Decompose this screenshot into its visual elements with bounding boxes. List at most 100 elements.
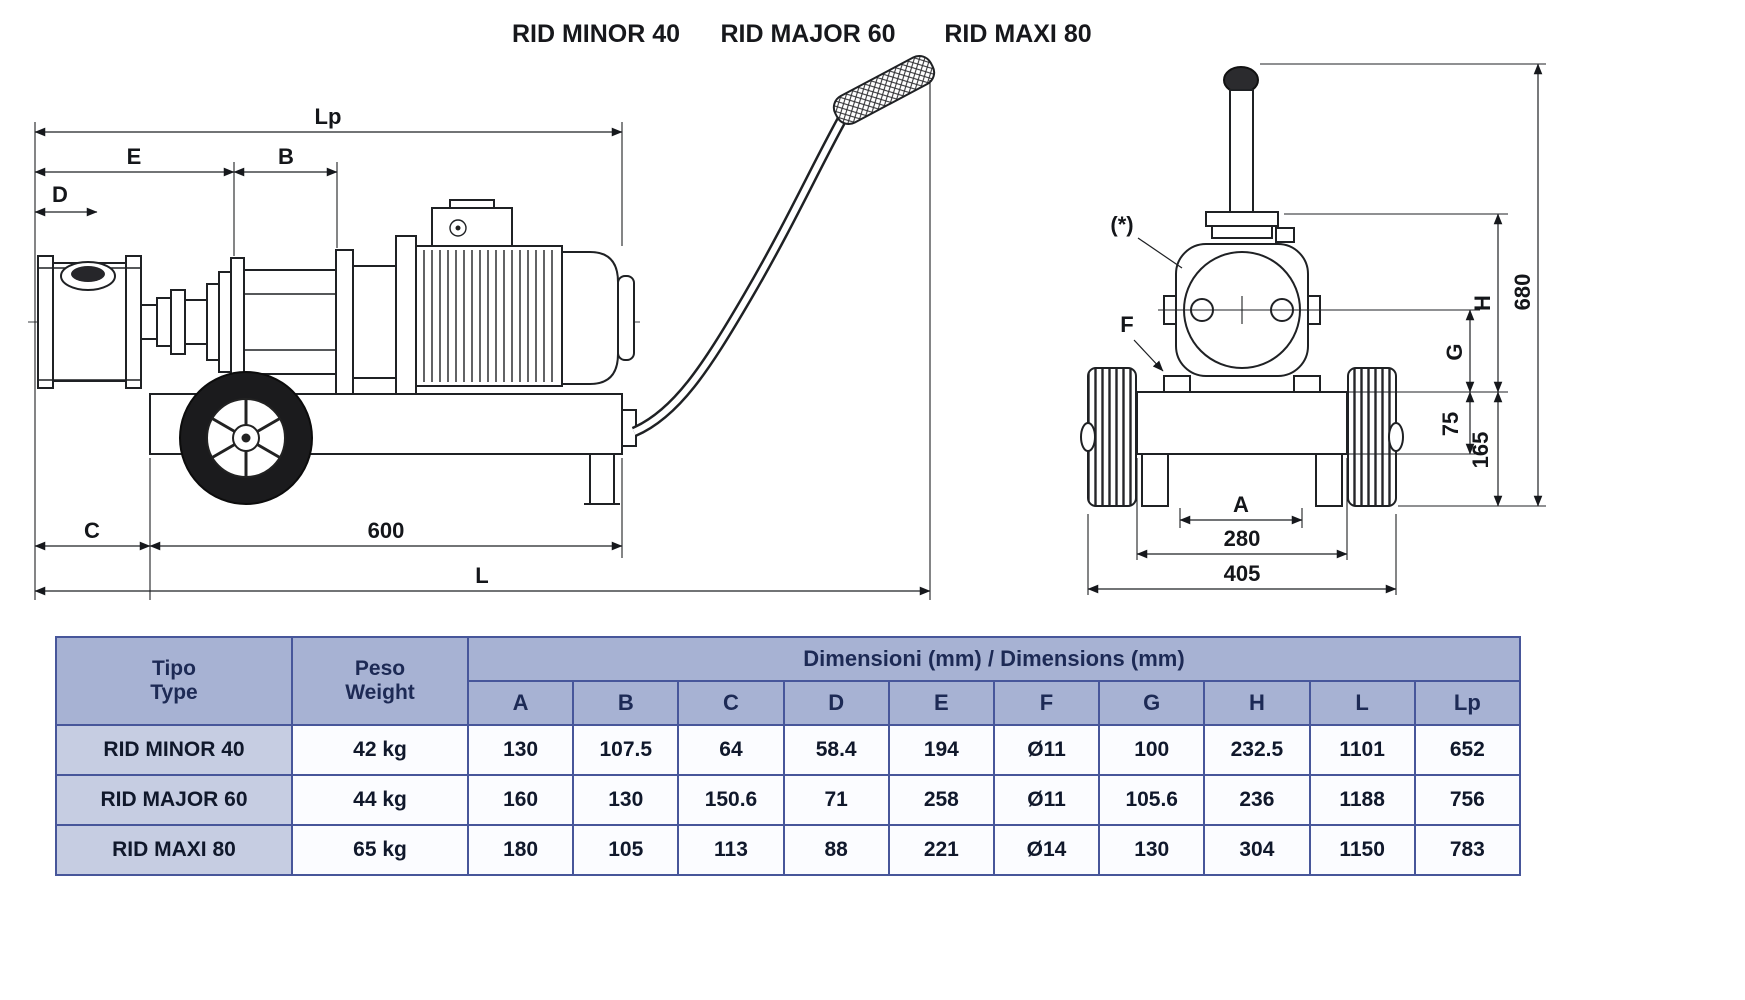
- col-header-g: G: [1098, 680, 1206, 726]
- dim-label-280: 280: [1224, 526, 1261, 551]
- leg-left: [1141, 453, 1169, 507]
- front-machine: [1080, 66, 1404, 507]
- header-peso: Peso: [354, 657, 406, 680]
- pump-flange-left: [37, 255, 54, 389]
- cell: 107.5: [572, 724, 680, 776]
- gearbox-body: [243, 269, 337, 375]
- motor-fins: [423, 250, 553, 382]
- note-star-label: (*): [1110, 212, 1133, 237]
- dim-label-h: H: [1470, 295, 1495, 311]
- dim-label-680: 680: [1510, 274, 1535, 311]
- side-view-drawing: Lp E B D C 600 L: [28, 54, 936, 600]
- col-header-l: L: [1308, 680, 1416, 726]
- cell: 236: [1203, 774, 1311, 826]
- motor-end-bell: [561, 251, 619, 385]
- cell: Ø14: [992, 824, 1101, 876]
- cell: 194: [887, 724, 995, 776]
- model-name: RID MINOR 40: [55, 724, 293, 776]
- dim-label-600: 600: [368, 518, 405, 543]
- terminal-box-lid: [449, 199, 495, 209]
- cell: 130: [466, 724, 575, 776]
- col-header-f: F: [992, 680, 1101, 726]
- table-header-row-1: Tipo Type Peso Weight Dimensioni (mm) / …: [55, 636, 1521, 726]
- dim-label-405: 405: [1224, 561, 1261, 586]
- col-header-h: H: [1203, 680, 1311, 726]
- handle-grip: [832, 54, 936, 126]
- front-view-annotations: (*) F: [1110, 212, 1183, 372]
- mount-foot-left: [1163, 375, 1191, 393]
- model-name: RID MAJOR 60: [55, 774, 293, 826]
- dim-label-165: 165: [1468, 432, 1493, 469]
- cell: 113: [677, 824, 785, 876]
- terminal-box: [431, 207, 513, 247]
- support-leg: [589, 453, 615, 505]
- motor-body: [415, 245, 563, 387]
- motor-flange: [395, 235, 417, 397]
- dim-label-e: E: [127, 144, 142, 169]
- cell: 105.6: [1098, 774, 1206, 826]
- pump-top-plate: [1205, 211, 1279, 227]
- title-rid-maxi-80: RID MAXI 80: [944, 20, 1092, 48]
- cell: 304: [1203, 824, 1311, 876]
- dimensions-table-wrap: Tipo Type Peso Weight Dimensioni (mm) / …: [55, 636, 1522, 876]
- trolley: [149, 54, 936, 505]
- handle-pipe: [1229, 89, 1254, 213]
- bolt-left: [1190, 298, 1214, 322]
- coupling: [140, 271, 232, 373]
- cell: 64: [677, 724, 785, 776]
- dim-label-a: A: [1233, 492, 1249, 517]
- cell: 756: [1413, 774, 1522, 826]
- title-rid-major-60: RID MAJOR 60: [720, 20, 896, 48]
- header-tipo-type: Tipo Type: [55, 636, 293, 726]
- bolt-right: [1270, 298, 1294, 322]
- dim-label-d: D: [52, 182, 68, 207]
- weight-cell: 44 kg: [291, 774, 469, 826]
- header-dimensions: Dimensioni (mm) / Dimensions (mm): [467, 636, 1521, 682]
- front-view-drawing: (*) F 680 H G 75 165: [1080, 63, 1546, 595]
- cell: 88: [782, 824, 890, 876]
- weight-cell: 65 kg: [291, 824, 469, 876]
- cell: 258: [887, 774, 995, 826]
- header-type: Type: [150, 681, 198, 704]
- col-header-d: D: [782, 680, 890, 726]
- pump-unit: [37, 249, 397, 395]
- wheel: [179, 371, 313, 505]
- cell: 160: [466, 774, 575, 826]
- table-header-row-2: A B C D E F G H L Lp: [56, 680, 1522, 726]
- base-frame-front: [1136, 391, 1348, 455]
- col-header-c: C: [677, 680, 785, 726]
- side-fitting: [1275, 227, 1295, 243]
- leg-right: [1315, 453, 1343, 507]
- pump-flange-right: [125, 255, 142, 389]
- pump-top-spacer: [1211, 225, 1273, 239]
- dim-label-f: F: [1120, 312, 1133, 337]
- cell: 100: [1098, 724, 1206, 776]
- cell: 130: [572, 774, 680, 826]
- cell: Ø11: [992, 774, 1101, 826]
- cell: 71: [782, 774, 890, 826]
- header-weight: Weight: [345, 681, 415, 704]
- cell: 105: [572, 824, 680, 876]
- dim-label-c: C: [84, 518, 100, 543]
- cell: 1150: [1308, 824, 1416, 876]
- handle-tube: [631, 109, 851, 438]
- adapter-plate: [335, 249, 354, 395]
- cell: 652: [1413, 724, 1522, 776]
- cell: 1188: [1308, 774, 1416, 826]
- gearbox-flange: [230, 257, 245, 387]
- dim-label-l: L: [475, 563, 488, 588]
- title-rid-minor-40: RID MINOR 40: [511, 20, 681, 48]
- cell: 58.4: [782, 724, 890, 776]
- adapter-spacer: [352, 265, 397, 379]
- col-header-e: E: [887, 680, 995, 726]
- header-tipo: Tipo: [152, 657, 196, 680]
- col-header-b: B: [572, 680, 680, 726]
- front-view-dimensions: 680 H G 75 165 A 280 405: [1087, 63, 1546, 595]
- model-name: RID MAXI 80: [55, 824, 293, 876]
- dim-label-b: B: [278, 144, 294, 169]
- side-view-dimensions: Lp E B D C 600 L: [34, 80, 931, 600]
- cell: 130: [1098, 824, 1206, 876]
- cell: 1101: [1308, 724, 1416, 776]
- cable-gland: [449, 219, 467, 237]
